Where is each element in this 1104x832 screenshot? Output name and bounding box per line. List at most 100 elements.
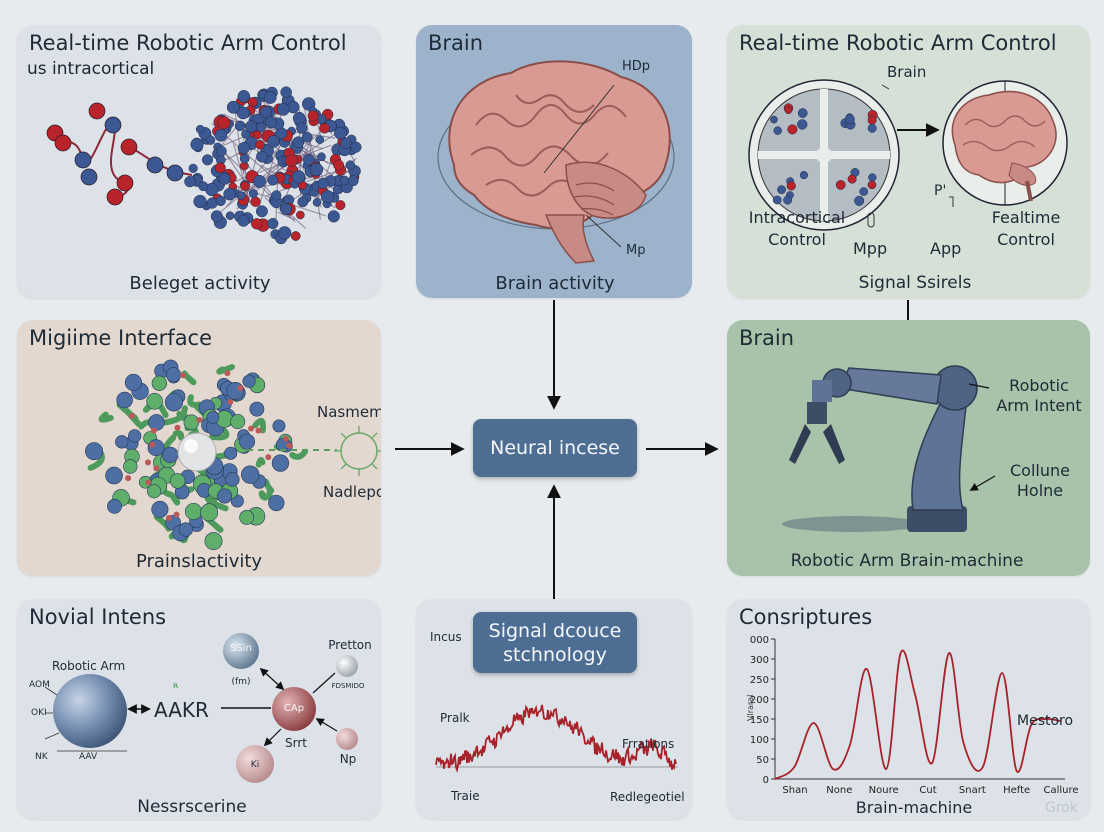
- panel-caption: Brain activity: [495, 273, 615, 294]
- label-aakr-mark: ᴿ: [173, 681, 179, 695]
- data-point: [793, 766, 796, 768]
- signal-trace-illustration: [435, 704, 678, 774]
- label-cap: CAp: [283, 703, 305, 714]
- x-tick-label: Hefte: [1003, 785, 1030, 796]
- label-oki: OKI: [31, 708, 47, 718]
- panel-bottom-left: Novial Intens R: [17, 599, 381, 819]
- label-hdp: HDp: [622, 59, 651, 74]
- label-holne: Holne: [1016, 481, 1064, 500]
- data-point: [962, 742, 965, 744]
- data-point: [774, 778, 776, 780]
- label-brain: Brain: [887, 63, 927, 81]
- label-pretton: Pretton: [328, 638, 372, 652]
- label-srrt: Srrt: [285, 736, 307, 750]
- protein-molecule: [46, 86, 362, 245]
- data-point: [899, 652, 902, 654]
- label-ssin: SSin: [230, 643, 252, 654]
- label-intracortical: Intracortical: [748, 208, 846, 227]
- panel-subtitle: us intracortical: [27, 59, 155, 79]
- watermark: Grok: [1045, 800, 1078, 816]
- y-tick-label: 100: [750, 735, 769, 746]
- data-point: [914, 694, 916, 696]
- data-point: [931, 762, 933, 764]
- x-tick-label: Noure: [869, 785, 899, 796]
- data-point: [1059, 720, 1061, 722]
- label-ki: Ki: [250, 760, 260, 770]
- x-tick-label: Cut: [919, 785, 936, 796]
- brain-illustration: [437, 60, 675, 264]
- chart-xlabel: Brain-machine: [855, 798, 973, 817]
- neural-signal-trace: [435, 704, 677, 774]
- x-tick-label: Callure: [1043, 785, 1078, 796]
- panel-title: Real-time Robotic Arm Control: [739, 31, 1057, 55]
- panel-caption: Nessrscerine: [137, 797, 247, 817]
- x-tick-label: None: [826, 785, 852, 796]
- panel-top-left: Real-time Robotic Arm Control us intraco…: [17, 25, 381, 298]
- label-nasmemnce: Nasmemnce: [317, 403, 381, 421]
- neural-interface-node[interactable]: Neural incese: [473, 419, 637, 477]
- molecular-network-illustration: [44, 633, 358, 783]
- data-point: [832, 768, 834, 770]
- label-redlegeotiel: Redlegeotiel: [610, 790, 685, 804]
- nanoparticle-illustration: [85, 359, 381, 551]
- panel-title: Brain: [739, 326, 795, 350]
- label-mp: Mp: [626, 243, 646, 258]
- panel-caption: Robotic Arm Brain-machine: [790, 551, 1024, 571]
- panel-title: Real-time Robotic Arm Control: [29, 31, 347, 55]
- y-tick-label: 200: [750, 695, 769, 706]
- y-axis-label: Vlraral: [746, 695, 755, 721]
- x-tick-label: Shan: [782, 785, 807, 796]
- label-aav: AAV: [79, 752, 98, 762]
- panel-top-right: Real-time Robotic Arm Control Brain Intr…: [727, 25, 1090, 298]
- label-pralk: Pralk: [440, 711, 470, 725]
- y-tick-label: 0: [763, 775, 769, 786]
- data-point: [948, 652, 950, 654]
- quadrant-molecules: [770, 103, 878, 206]
- label-robotic-arm: Robotic Arm: [52, 659, 126, 673]
- label-arm-intent: Arm Intent: [996, 396, 1082, 415]
- panel-top-center: Brain HDp Mp Brain activity: [416, 25, 692, 298]
- data-point: [1044, 718, 1047, 720]
- label-np: Np: [339, 752, 357, 766]
- data-point: [885, 768, 887, 770]
- label-app: App: [930, 239, 962, 258]
- y-tick-label: 000: [750, 635, 769, 646]
- data-point: [866, 668, 868, 670]
- label-traie: Traie: [451, 789, 480, 803]
- label-mpp: Mpp: [853, 239, 888, 258]
- series-line: [774, 649, 1061, 780]
- y-tick-label: 250: [750, 675, 769, 686]
- x-tick-label: Snart: [959, 785, 986, 796]
- label-control: Control: [768, 230, 826, 249]
- label-pretton-sub: FDSMIDO: [331, 682, 365, 690]
- label-fealtime: Fealtime: [991, 208, 1061, 227]
- panel-mid-left: Migiime Interface Nasmemnce Nadlepover P…: [17, 320, 381, 576]
- chart-annotation: Mestoro: [1017, 713, 1074, 729]
- panel-title: Novial Intens: [29, 605, 167, 629]
- data-point: [982, 766, 984, 768]
- label-collune: Collune: [1010, 461, 1070, 480]
- data-point: [1001, 672, 1003, 674]
- signal-decode-node[interactable]: Signal dcouce stchnology: [473, 612, 637, 673]
- panel-mid-right: Brain Robotic Arm Intent Collune Holne R…: [727, 320, 1090, 576]
- node-label: Neural incese: [490, 437, 620, 459]
- label-aakr: AAKR: [154, 698, 209, 722]
- chart-axes: [774, 639, 1065, 780]
- panel-title: Brain: [428, 31, 484, 55]
- panel-caption: Prainslactivity: [135, 551, 263, 572]
- y-tick-label: 150: [750, 715, 769, 726]
- data-point: [1030, 724, 1032, 726]
- molecule-illustration: [46, 86, 362, 245]
- label-frrations: Frrations: [622, 737, 675, 751]
- y-tick-label: 300: [750, 655, 769, 666]
- panel-caption: Beleget activity: [129, 273, 271, 294]
- label-control-right: Control: [997, 230, 1055, 249]
- data-point: [812, 722, 815, 724]
- label-robotic: Robotic: [1009, 376, 1069, 395]
- label-p: P': [934, 183, 947, 199]
- control-loop-illustration: [748, 79, 1068, 231]
- panel-title: Migiime Interface: [29, 326, 213, 350]
